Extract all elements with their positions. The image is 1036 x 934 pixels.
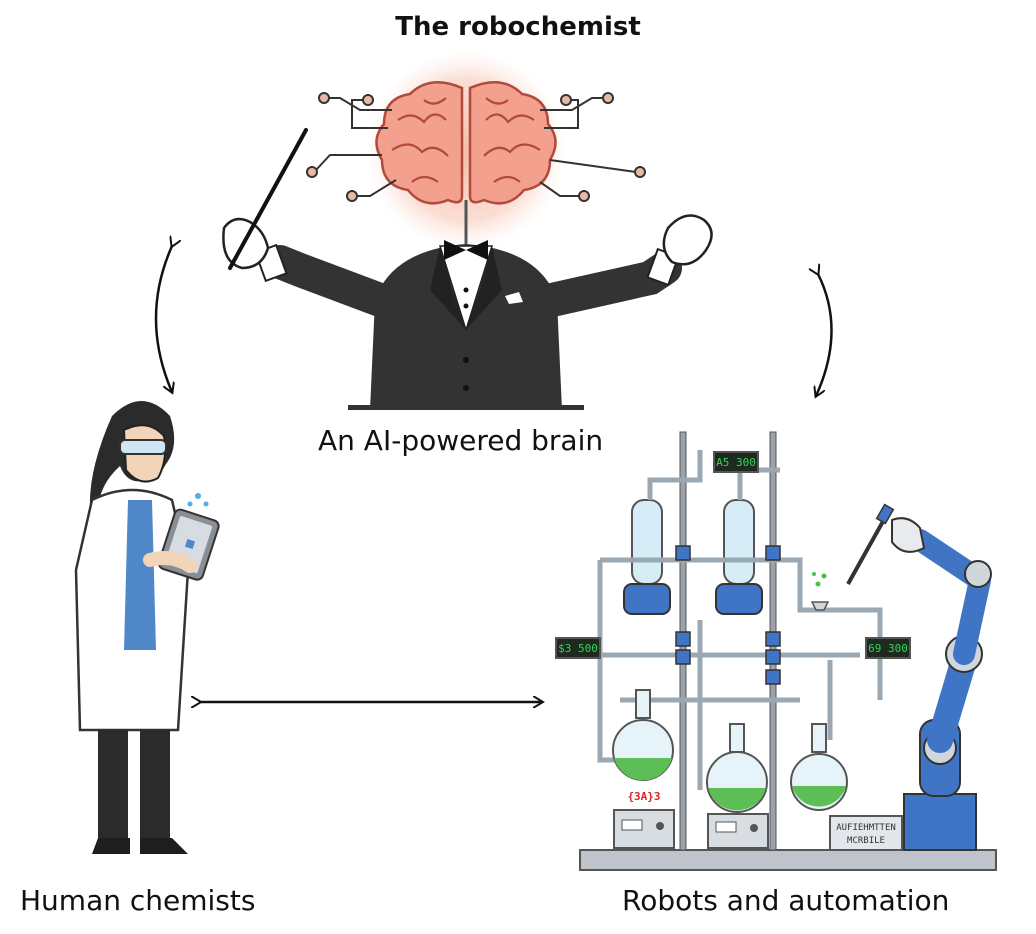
- svg-text:69 300: 69 300: [868, 642, 908, 655]
- svg-text:{3A}3: {3A}3: [627, 790, 660, 803]
- brain-icon: [375, 81, 557, 244]
- flask-1: [612, 689, 674, 781]
- bow-tie: [444, 240, 488, 260]
- lapel-left: [430, 246, 466, 330]
- hot-plate-2: [707, 813, 769, 849]
- blue-shirt: [124, 500, 156, 650]
- flask-2: [706, 723, 768, 813]
- baton: [228, 128, 308, 270]
- lab-display-top: A5 300: [713, 451, 759, 473]
- arrow-brain-robot: [816, 274, 833, 396]
- svg-text:$3 500: $3 500: [558, 642, 598, 655]
- right-leg: [140, 730, 170, 840]
- ai-brain-conductor-illustration: [222, 50, 713, 410]
- hot-plate-1: {3A}3: [613, 790, 675, 849]
- safety-goggles: [119, 439, 167, 455]
- human-label: Human chemists: [20, 884, 256, 917]
- condenser-1: [631, 499, 663, 585]
- svg-text:MCRBILE: MCRBILE: [847, 836, 885, 846]
- shoes: [92, 838, 188, 854]
- tube-connectors: [675, 545, 781, 685]
- svg-text:AUFIEHMTTEN: AUFIEHMTTEN: [836, 823, 896, 833]
- automation-module: AUFIEHMTTEN MCRBILE: [829, 815, 903, 851]
- lapel-right: [466, 246, 502, 330]
- podium-line: [348, 405, 584, 410]
- robot-label: Robots and automation: [622, 884, 950, 917]
- lab-bench: [579, 849, 997, 871]
- arrow-brain-human: [154, 246, 172, 392]
- brain-label: An AI-powered brain: [318, 424, 604, 457]
- diagram-title: The robochemist: [395, 12, 641, 42]
- lab-display-left: $3 500: [555, 637, 601, 659]
- human-chemist-illustration: [74, 401, 220, 854]
- robot-automation-lab-illustration: A5 300 $3 500 69 300: [555, 431, 997, 871]
- pocket-square: [505, 292, 523, 304]
- flask-3: [790, 723, 848, 811]
- right-hand: [662, 214, 713, 266]
- condenser-2: [723, 499, 755, 585]
- lab-display-right: 69 300: [865, 637, 911, 659]
- right-arm: [535, 251, 682, 317]
- circuit-nodes: [306, 92, 646, 202]
- svg-text:A5 300: A5 300: [716, 456, 756, 469]
- circuit-traces: [315, 97, 637, 197]
- left-leg: [98, 730, 128, 840]
- robot-arm-icon: [846, 503, 992, 851]
- left-arm: [263, 245, 397, 317]
